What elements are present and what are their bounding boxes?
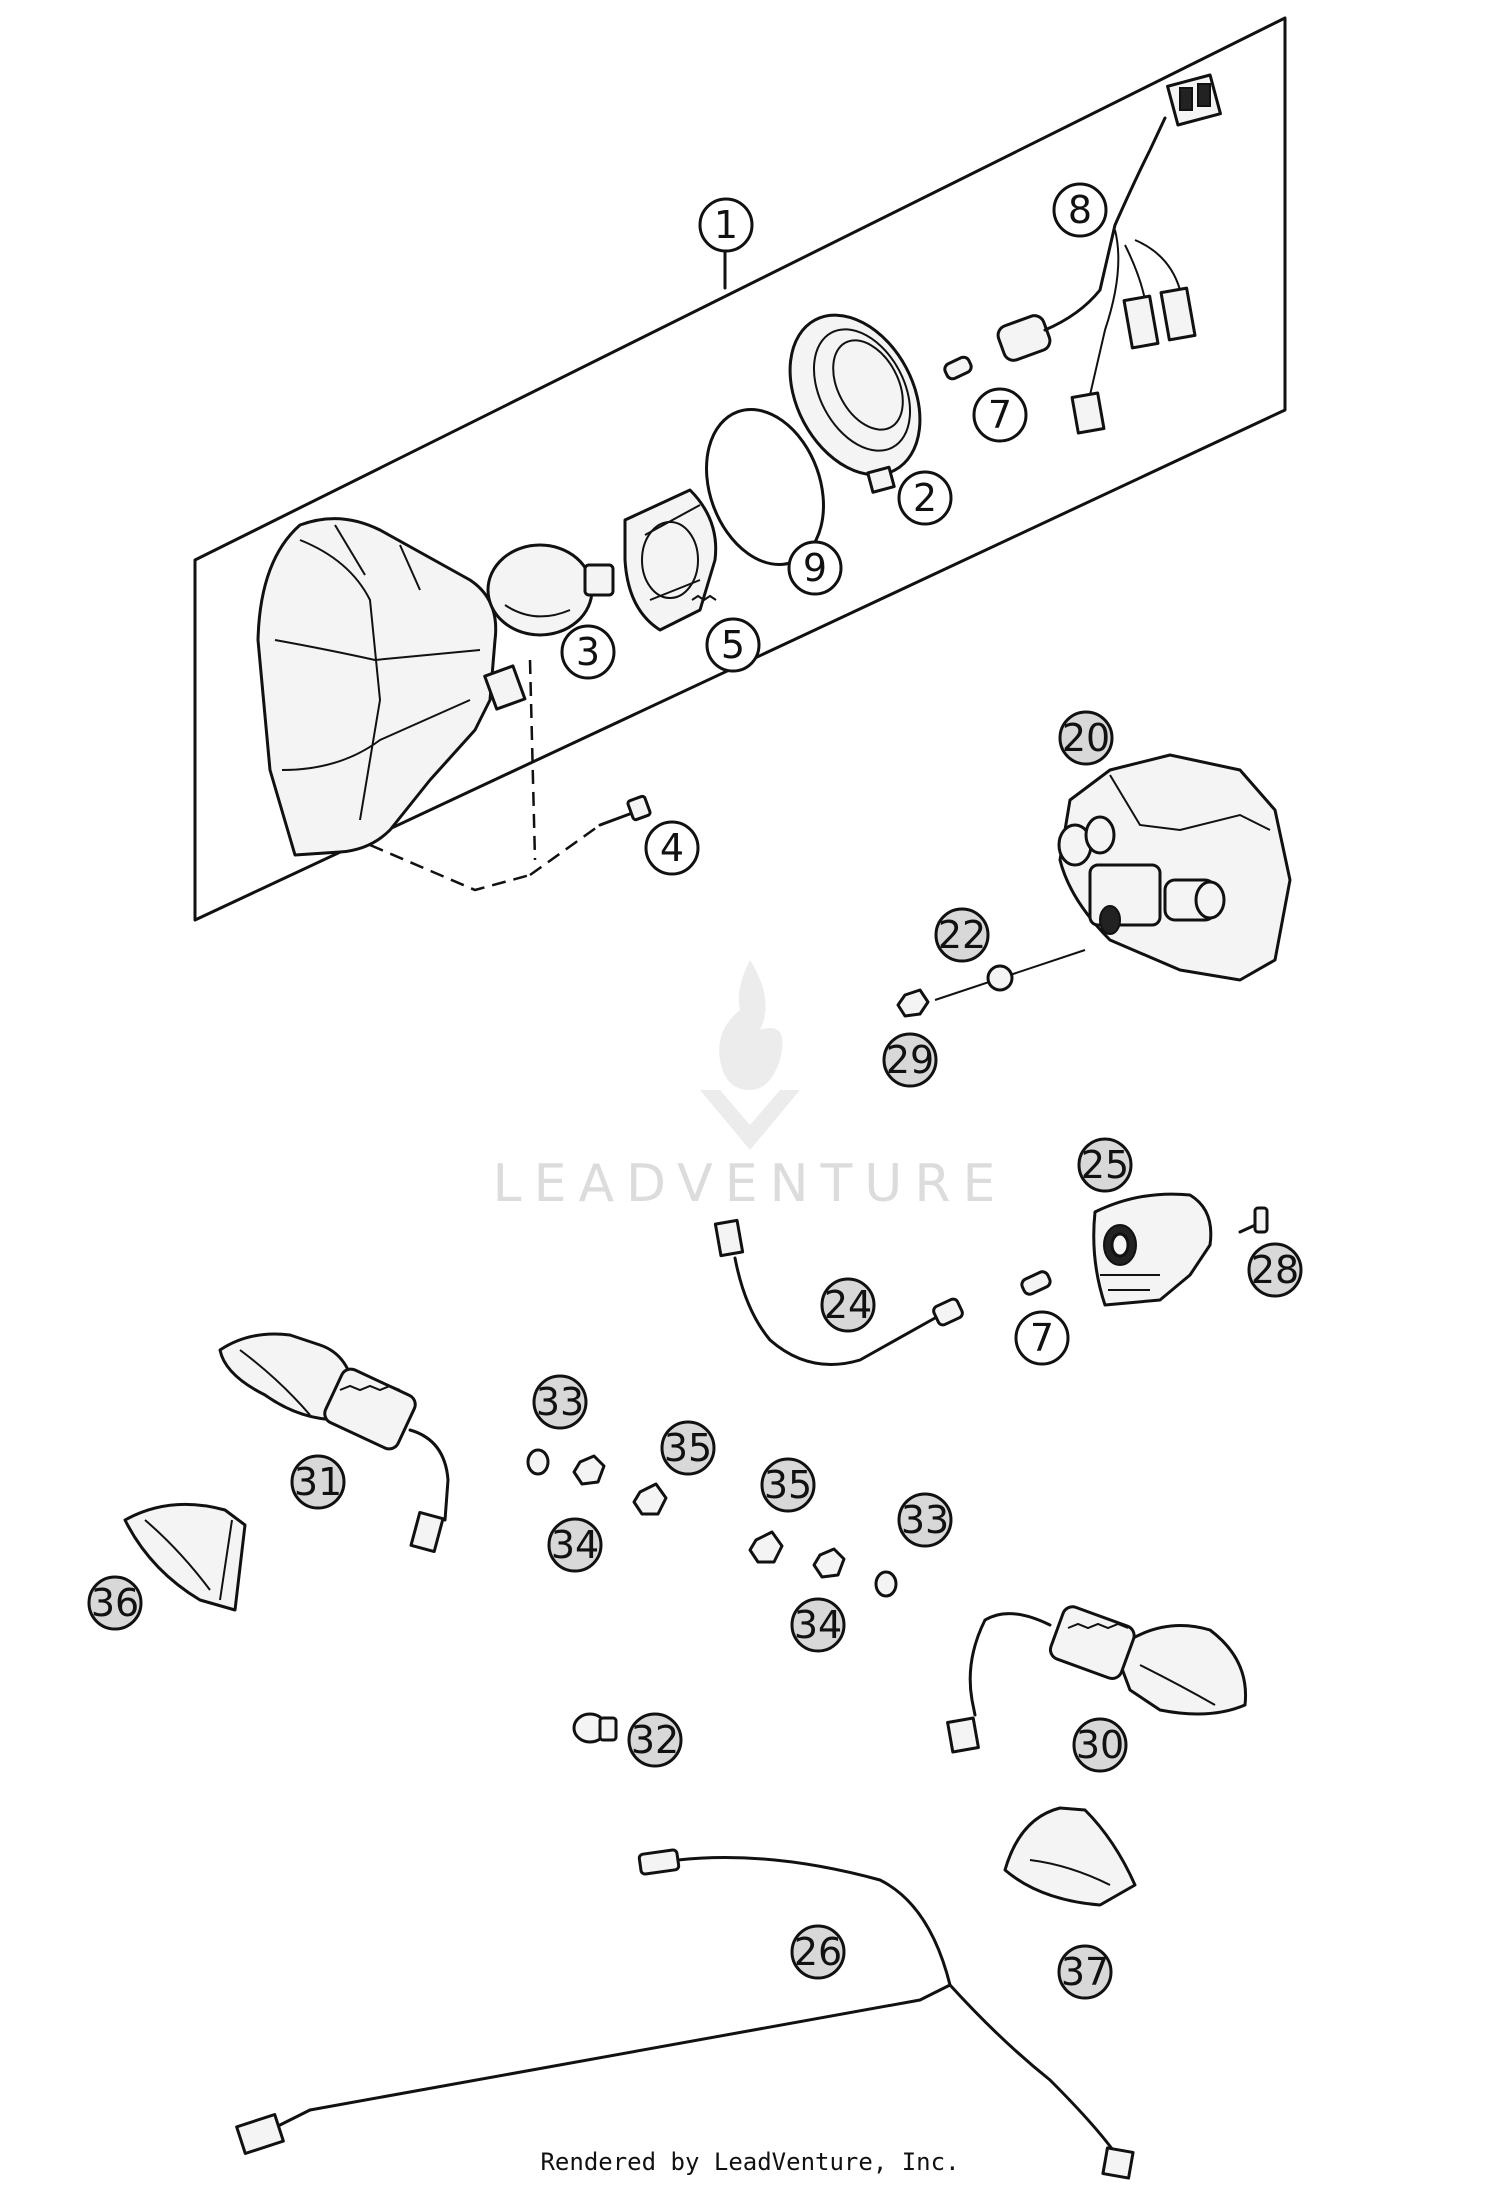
callout-3: 3: [560, 624, 616, 680]
svg-text:9: 9: [803, 546, 827, 590]
tail-light: [1092, 1192, 1213, 1307]
callout-37: 37: [1057, 1944, 1113, 2000]
callout-30: 30: [1072, 1717, 1128, 1773]
callout-24: 24: [820, 1277, 876, 1333]
callout-8: 8: [1052, 182, 1108, 238]
svg-text:2: 2: [913, 476, 937, 520]
small-spring: [691, 594, 717, 602]
callout-35-right: 35: [760, 1457, 816, 1513]
turn-signal-lens-left: [123, 1502, 247, 1612]
callout-34-left: 34: [547, 1517, 603, 1573]
turn-signal-hardware-right: [748, 1530, 898, 1598]
turn-signal-hardware-left: [526, 1448, 668, 1516]
callout-28: 28: [1247, 1242, 1303, 1298]
svg-text:26: 26: [794, 1930, 842, 1974]
callout-2: 2: [897, 470, 953, 526]
svg-text:3: 3: [576, 630, 600, 674]
callout-1: 1: [698, 197, 754, 253]
svg-text:29: 29: [886, 1038, 934, 1082]
svg-text:34: 34: [794, 1603, 842, 1647]
callout-33-right: 33: [897, 1492, 953, 1548]
instrument-cluster: [1057, 753, 1292, 982]
headlight-bulb: [486, 543, 615, 637]
bulb-socket: [623, 488, 718, 632]
svg-text:35: 35: [664, 1426, 712, 1470]
svg-text:35: 35: [764, 1463, 812, 1507]
callout-36: 36: [87, 1575, 143, 1631]
svg-text:22: 22: [938, 913, 986, 957]
svg-text:7: 7: [1030, 1316, 1054, 1360]
svg-text:34: 34: [551, 1523, 599, 1567]
callout-5: 5: [705, 617, 761, 673]
svg-text:30: 30: [1076, 1723, 1124, 1767]
headlight-wiring-harness: [996, 73, 1222, 435]
callout-7-top: 7: [972, 387, 1028, 443]
watermark-text: LEADVENTURE: [492, 1154, 1008, 1214]
callout-29: 29: [882, 1032, 938, 1088]
svg-text:28: 28: [1251, 1248, 1299, 1292]
callout-31: 31: [290, 1454, 346, 1510]
headlight-rear-cover: [788, 313, 922, 494]
callout-32: 32: [627, 1712, 683, 1768]
svg-text:33: 33: [536, 1380, 584, 1424]
svg-text:4: 4: [660, 826, 684, 870]
svg-text:32: 32: [631, 1718, 679, 1762]
parking-bulb-lower: [1020, 1270, 1052, 1296]
svg-text:20: 20: [1062, 716, 1110, 760]
callout-7-lower: 7: [1014, 1310, 1070, 1366]
svg-text:8: 8: [1068, 188, 1092, 232]
tail-light-cable: [713, 1218, 964, 1366]
callout-22: 22: [934, 907, 990, 963]
svg-text:5: 5: [721, 623, 745, 667]
turn-signal-right: [946, 1605, 1248, 1754]
turn-signal-wiring-harness: [235, 1848, 1135, 2180]
assembly-leader-lines: [369, 659, 601, 892]
callout-4: 4: [644, 820, 700, 876]
headlight-mask: [256, 517, 527, 857]
svg-text:31: 31: [294, 1460, 342, 1504]
svg-text:37: 37: [1061, 1950, 1109, 1994]
svg-text:36: 36: [91, 1581, 139, 1625]
callout-20: 20: [1058, 710, 1114, 766]
callout-9: 9: [787, 540, 843, 596]
svg-text:7: 7: [988, 393, 1012, 437]
parking-bulb-top: [943, 355, 973, 381]
mounting-screw: [598, 794, 652, 827]
tail-light-screw: [1238, 1206, 1269, 1234]
watermark-logo-icon: [700, 960, 800, 1150]
callout-34-right: 34: [790, 1597, 846, 1653]
svg-text:33: 33: [901, 1498, 949, 1542]
watermark: LEADVENTURE: [480, 950, 1020, 1214]
svg-text:25: 25: [1081, 1143, 1129, 1187]
footer-credit: Rendered by LeadVenture, Inc.: [540, 2148, 960, 2176]
callout-26: 26: [790, 1924, 846, 1980]
callout-33-left: 33: [532, 1374, 588, 1430]
turn-signal-bulb: [572, 1712, 618, 1744]
washer-and-nut: [896, 949, 1086, 1018]
svg-text:1: 1: [714, 203, 738, 247]
svg-text:24: 24: [824, 1283, 872, 1327]
turn-signal-left: [218, 1332, 450, 1554]
callout-25: 25: [1077, 1137, 1133, 1193]
callout-35-left: 35: [660, 1420, 716, 1476]
turn-signal-lens-right: [1003, 1806, 1137, 1907]
